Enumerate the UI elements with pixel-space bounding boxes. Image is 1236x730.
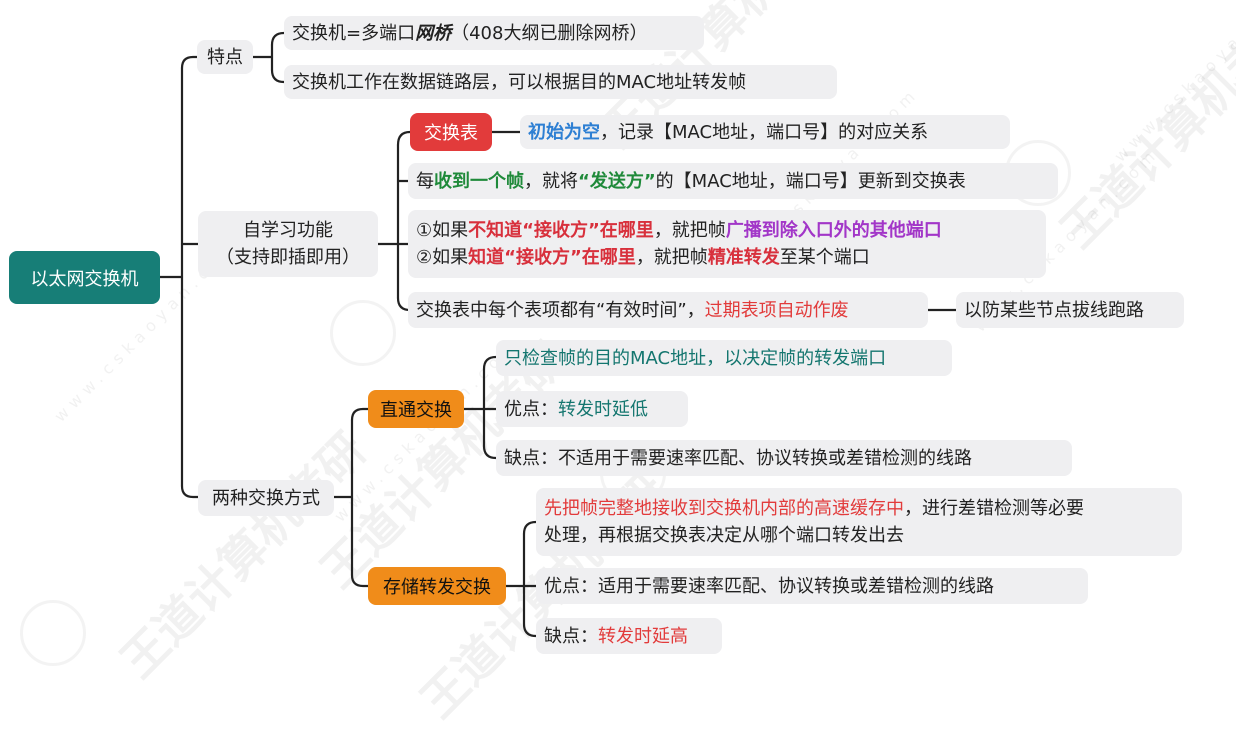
text-emphasis: 过期表项自动作废 (704, 299, 849, 321)
text-emphasis: 转发时延低 (558, 398, 648, 420)
forward-rule-2: ②如果知道“接收方”在哪里，就把帧精准转发至某个端口 (416, 244, 870, 271)
text: 缺点： (544, 625, 598, 647)
feature-item-1: 交换机=多端口网桥（408大纲已删除网桥） (284, 16, 704, 50)
cut-through-label: 直通交换 (380, 400, 452, 421)
text-emphasis: 知道“接收方”在哪里 (468, 247, 636, 268)
text: 至某个端口 (779, 247, 870, 268)
text-emphasis: 先把帧完整地接收到交换机内部的高速缓存中 (544, 498, 904, 519)
text: 以防某些节点拔线跑路 (964, 299, 1144, 321)
root-node: 以太网交换机 (9, 251, 160, 304)
expire-note: 以防某些节点拔线跑路 (956, 292, 1184, 328)
text: 优点：适用于需要速率匹配、协议转换或差错检测的线路 (544, 575, 994, 597)
text: ，进行差错检测等必要 (904, 498, 1084, 519)
text-emphasis: 广播到除入口外的其他端口 (725, 220, 942, 241)
selflearn-label-line1: 自学习功能 (243, 220, 333, 241)
store-forward-label: 存储转发交换 (383, 577, 491, 598)
store-forward-desc-line1: 先把帧完整地接收到交换机内部的高速缓存中，进行差错检测等必要 (544, 495, 1084, 522)
text: ①如果 (416, 220, 469, 241)
selflearn-label-line2: （支持即插即用） (216, 247, 360, 268)
table-label: 交换表 (424, 123, 478, 144)
text: 优点： (504, 398, 558, 420)
store-forward-desc: 先把帧完整地接收到交换机内部的高速缓存中，进行差错检测等必要 处理，再根据交换表… (536, 488, 1182, 556)
store-forward-node: 存储转发交换 (368, 567, 506, 605)
selflearn-node: 自学习功能 （支持即插即用） (198, 211, 378, 277)
features-label: 特点 (207, 46, 243, 68)
text: 只检查帧的目的MAC地址，以决定帧的转发端口 (504, 347, 887, 369)
text-emphasis: 网桥 (415, 22, 452, 44)
cut-through-desc: 只检查帧的目的MAC地址，以决定帧的转发端口 (496, 340, 952, 376)
text: 交换机=多端口 (292, 22, 416, 44)
store-forward-pro: 优点：适用于需要速率匹配、协议转换或差错检测的线路 (536, 568, 1088, 604)
text: 交换机工作在数据链路层，可以根据目的MAC地址转发帧 (292, 71, 747, 93)
table-expire: 交换表中每个表项都有“有效时间”，过期表项自动作废 (408, 292, 928, 328)
text: ，就将 (524, 170, 578, 192)
text: 每 (416, 170, 434, 192)
features-node: 特点 (197, 40, 253, 74)
table-desc: 初始为空，记录【MAC地址，端口号】的对应关系 (520, 115, 1010, 149)
text: ，就把帧 (635, 247, 708, 268)
modes-node: 两种交换方式 (198, 480, 334, 516)
forward-rule-1: ①如果不知道“接收方”在哪里，就把帧广播到除入口外的其他端口 (416, 217, 942, 244)
feature-item-2: 交换机工作在数据链路层，可以根据目的MAC地址转发帧 (284, 65, 837, 99)
modes-label: 两种交换方式 (212, 487, 320, 509)
text-emphasis: 不知道“接收方”在哪里 (468, 220, 654, 241)
text: （408大纲已删除网桥） (451, 22, 648, 44)
store-forward-desc-line2: 处理，再根据交换表决定从哪个端口转发出去 (544, 522, 904, 549)
text-emphasis: “发送方” (578, 170, 656, 192)
text: 交换表中每个表项都有“有效时间”， (416, 299, 705, 321)
text: 处理，再根据交换表决定从哪个端口转发出去 (544, 525, 904, 546)
cut-through-pro: 优点：转发时延低 (496, 391, 688, 427)
table-update: 每收到一个帧，就将“发送方”的【MAC地址，端口号】更新到交换表 (408, 163, 1058, 199)
cut-through-con: 缺点：不适用于需要速率匹配、协议转换或差错检测的线路 (496, 440, 1072, 476)
text: ②如果 (416, 247, 469, 268)
connector-lines (158, 31, 960, 638)
forward-rules: ①如果不知道“接收方”在哪里，就把帧广播到除入口外的其他端口 ②如果知道“接收方… (408, 210, 1046, 278)
text-emphasis: 精准转发 (707, 247, 780, 268)
text-emphasis: 初始为空 (528, 121, 600, 143)
table-node: 交换表 (410, 113, 492, 151)
store-forward-con: 缺点：转发时延高 (536, 618, 722, 654)
text: 的【MAC地址，端口号】更新到交换表 (655, 170, 966, 192)
text: 缺点：不适用于需要速率匹配、协议转换或差错检测的线路 (504, 447, 972, 469)
text: ，就把帧 (653, 220, 726, 241)
text: ，记录【MAC地址，端口号】的对应关系 (600, 121, 929, 143)
root-label: 以太网交换机 (30, 268, 139, 290)
cut-through-node: 直通交换 (368, 390, 464, 428)
text-emphasis: 收到一个帧 (434, 170, 524, 192)
text-emphasis: 转发时延高 (598, 625, 688, 647)
